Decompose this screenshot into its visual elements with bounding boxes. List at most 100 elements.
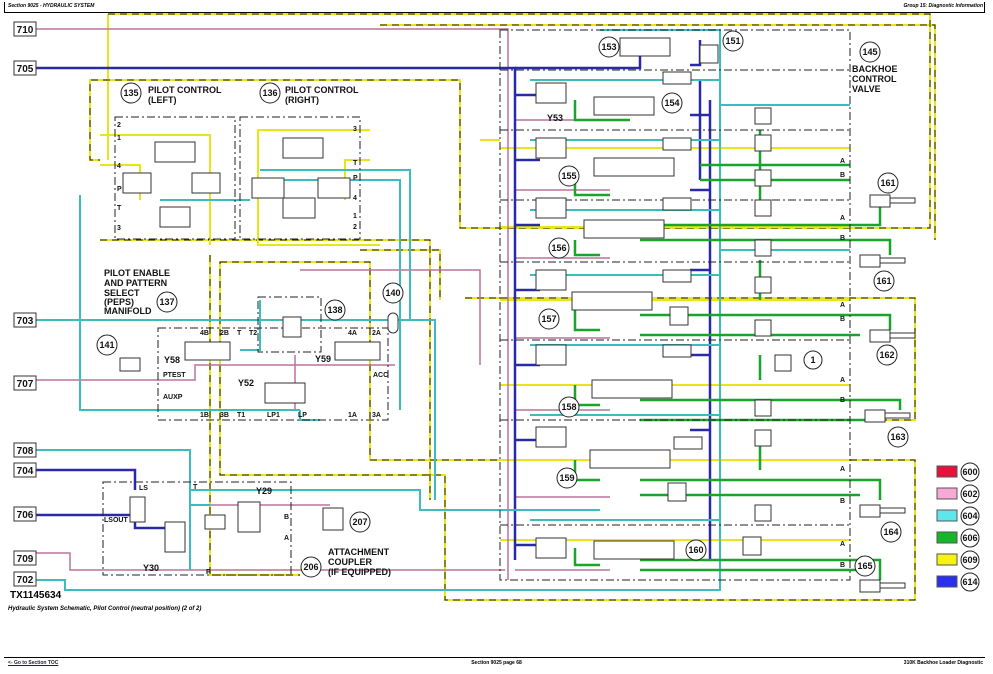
svg-text:CONTROL: CONTROL	[852, 74, 897, 84]
svg-text:165: 165	[857, 561, 872, 571]
svg-text:161: 161	[880, 178, 895, 188]
line-ref-708: 708	[13, 442, 37, 458]
svg-text:Y59: Y59	[315, 354, 331, 364]
svg-text:157: 157	[541, 314, 556, 324]
callout-161-lower: 161	[873, 270, 895, 292]
svg-text:136: 136	[262, 88, 277, 98]
legend-code-circle	[960, 484, 980, 504]
callout-156: 156	[548, 237, 570, 259]
svg-text:A: A	[840, 377, 845, 384]
legend-code: 600	[962, 467, 977, 477]
callout-155: 155	[558, 165, 580, 187]
svg-text:1A: 1A	[348, 412, 357, 419]
svg-text:Y52: Y52	[238, 378, 254, 388]
svg-text:Y29: Y29	[256, 486, 272, 496]
svg-text:4: 4	[353, 195, 357, 202]
header-group-title: Group 15: Diagnostic Information	[903, 3, 983, 9]
header-divider-left	[4, 2, 5, 13]
svg-text:AND PATTERN: AND PATTERN	[104, 278, 167, 288]
svg-text:155: 155	[561, 171, 576, 181]
svg-text:137: 137	[159, 297, 174, 307]
line-ref-710: 710	[13, 21, 37, 37]
svg-text:703: 703	[17, 316, 34, 327]
svg-text:B: B	[840, 498, 845, 505]
legend-swatch	[936, 465, 958, 478]
legend-item-606: 606	[936, 528, 980, 548]
svg-text:SELECT: SELECT	[104, 288, 140, 298]
footer-rule	[4, 657, 985, 658]
svg-text:VALVE: VALVE	[852, 84, 881, 94]
callout-153: 153	[598, 36, 620, 58]
legend-swatch	[936, 531, 958, 544]
callout-159: 159	[556, 467, 578, 489]
line-ref-706: 706	[13, 506, 37, 522]
line-ref-703: 703	[13, 312, 37, 328]
port-labels: 2 1 4 P T 3 3 T P 4 1 2 4B 2B T T2 4A 2A…	[104, 122, 845, 576]
svg-text:164: 164	[883, 527, 898, 537]
svg-text:2: 2	[117, 122, 121, 129]
svg-text:2A: 2A	[372, 330, 381, 337]
svg-text:140: 140	[385, 288, 400, 298]
cyan-tank-lines	[36, 29, 850, 591]
legend-swatch	[936, 509, 958, 522]
svg-text:A: A	[840, 158, 845, 165]
svg-text:B: B	[284, 514, 289, 521]
svg-text:COUPLER: COUPLER	[328, 557, 373, 567]
legend-code: 614	[962, 577, 977, 587]
callout-206: 206	[300, 556, 322, 578]
svg-text:MANIFOLD: MANIFOLD	[104, 306, 152, 316]
legend-item-602: 602	[936, 484, 980, 504]
svg-text:Y58: Y58	[164, 355, 180, 365]
header-divider-right	[984, 2, 985, 13]
svg-text:1: 1	[353, 213, 357, 220]
svg-text:T: T	[237, 330, 242, 337]
svg-text:T: T	[193, 484, 198, 491]
callout-163: 163	[887, 426, 909, 448]
callout-140: 140	[382, 282, 404, 304]
svg-text:3B: 3B	[220, 412, 229, 419]
legend-code: 609	[962, 555, 977, 565]
svg-text:A: A	[840, 466, 845, 473]
callout-141: 141	[96, 334, 118, 356]
svg-text:709: 709	[17, 554, 34, 565]
svg-text:2B: 2B	[220, 330, 229, 337]
svg-text:LP: LP	[298, 412, 307, 419]
svg-text:3: 3	[353, 126, 357, 133]
svg-text:706: 706	[17, 510, 34, 521]
solenoid-labels: Y58 Y59 Y52 Y53 Y29 Y30	[143, 113, 563, 573]
pink-pilot-pressure-lines	[36, 28, 630, 580]
header-rule	[4, 12, 985, 13]
svg-text:3: 3	[117, 225, 121, 232]
svg-text:P: P	[206, 569, 211, 576]
callout-158: 158	[558, 396, 580, 418]
svg-text:PILOT CONTROL: PILOT CONTROL	[148, 85, 222, 95]
line-ref-709: 709	[13, 550, 37, 566]
svg-text:1: 1	[810, 355, 815, 365]
svg-text:702: 702	[17, 575, 34, 586]
svg-text:141: 141	[99, 340, 114, 350]
legend-code-circle	[960, 506, 980, 526]
svg-text:707: 707	[17, 379, 34, 390]
svg-text:P: P	[117, 186, 122, 193]
svg-text:206: 206	[303, 562, 318, 572]
svg-text:PILOT CONTROL: PILOT CONTROL	[285, 85, 359, 95]
svg-text:2: 2	[353, 224, 357, 231]
svg-text:4: 4	[117, 163, 121, 170]
svg-text:207: 207	[352, 517, 367, 527]
svg-text:B: B	[840, 397, 845, 404]
svg-text:A: A	[840, 541, 845, 548]
svg-text:159: 159	[559, 473, 574, 483]
svg-text:T: T	[117, 205, 122, 212]
svg-text:135: 135	[123, 88, 138, 98]
svg-text:156: 156	[551, 243, 566, 253]
svg-text:B: B	[840, 562, 845, 569]
legend-swatch	[936, 575, 958, 588]
legend-swatch	[936, 487, 958, 500]
svg-text:LP1: LP1	[267, 412, 280, 419]
section-toc-link[interactable]: <- Go to Section TOC	[8, 660, 59, 666]
svg-text:ATTACHMENT: ATTACHMENT	[328, 547, 390, 557]
svg-text:A: A	[284, 535, 289, 542]
line-ref-707: 707	[13, 375, 37, 391]
